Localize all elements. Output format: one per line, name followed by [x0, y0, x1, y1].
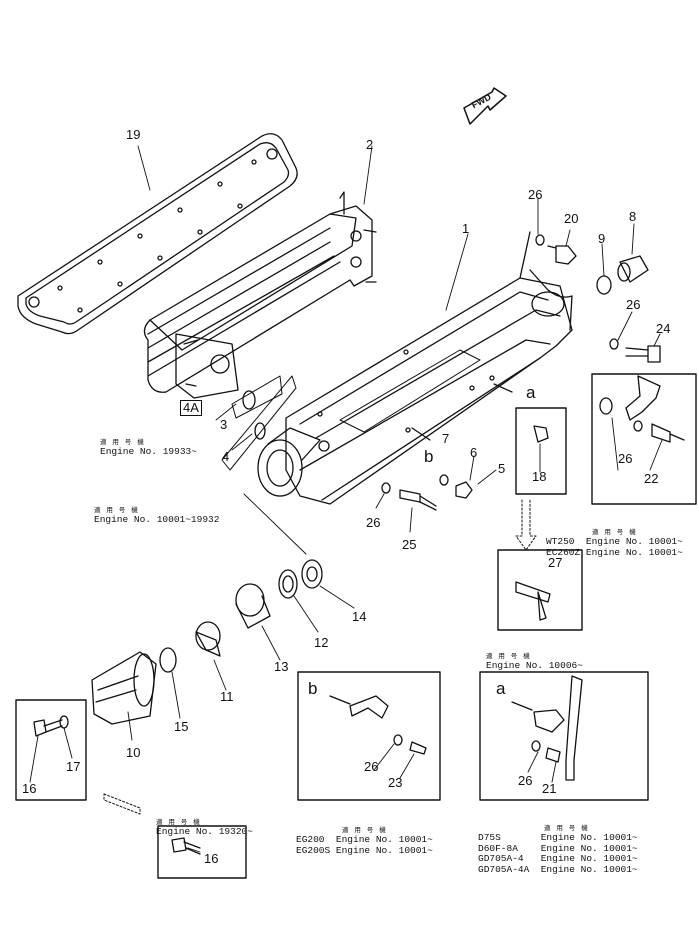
box-27: [497, 549, 583, 631]
callout-18: 18: [532, 469, 547, 484]
callout-17: 17: [66, 759, 81, 774]
seal-12: [278, 569, 298, 599]
o-ring-9: [596, 275, 612, 295]
callout-4A: 4A: [180, 400, 202, 416]
callout-12: 12: [314, 635, 329, 650]
callout-b-main: b: [424, 447, 434, 466]
box-18: [515, 407, 567, 495]
callout-4: 4: [222, 449, 230, 464]
callout-14: 14: [352, 609, 367, 624]
thermostat-13: [235, 583, 271, 629]
cover-10: [91, 651, 157, 725]
callout-26-right: 26: [626, 297, 641, 312]
down-arrow: [515, 499, 537, 551]
box-16-b: [157, 825, 247, 879]
callout-2: 2: [366, 137, 374, 152]
bolt-16-b: [171, 837, 201, 855]
thermostat-valve-11: [195, 621, 221, 657]
pointer-a: [493, 383, 513, 393]
gasket-3: [242, 390, 256, 410]
callout-a-main: a: [526, 383, 536, 402]
callout-26-bottom: 26: [366, 515, 381, 530]
bolt-24: [625, 345, 661, 363]
washer-6: [439, 474, 449, 486]
gasket-4: [221, 375, 297, 471]
callout-26-top: 26: [528, 187, 543, 202]
plug-8: [617, 255, 649, 283]
washer-26-bottom: [381, 482, 391, 494]
bolt-25: [399, 489, 437, 511]
right-arrow: [103, 793, 141, 815]
washer-26-right: [609, 338, 619, 350]
callout-b-box: b: [308, 679, 318, 698]
callout-22: 22: [644, 471, 659, 486]
leader-lines: [29, 145, 663, 853]
callout-25: 25: [402, 537, 417, 552]
callout-19: 19: [126, 127, 141, 142]
nut-5: [455, 481, 473, 499]
callout-3: 3: [220, 417, 228, 432]
callout-10: 10: [126, 745, 141, 760]
tube-a: [511, 675, 583, 781]
bolt-16: [33, 719, 63, 737]
callout-26-b: 26: [364, 759, 379, 774]
callout-13: 13: [274, 659, 289, 674]
tee-27: [515, 581, 551, 621]
box-22: [591, 373, 697, 505]
callout-15: 15: [174, 719, 189, 734]
fwd-arrow-icon: [463, 87, 507, 125]
callout-16-left: 16: [22, 781, 37, 796]
washer-26-top: [535, 234, 545, 246]
bracket-b: [329, 695, 427, 755]
callout-9: 9: [598, 231, 606, 246]
callout-7: 7: [442, 431, 450, 446]
callout-20: 20: [564, 211, 579, 226]
callout-26-box: 26: [618, 451, 633, 466]
callout-24: 24: [656, 321, 671, 336]
callout-11: 11: [220, 689, 234, 704]
box-b: [297, 671, 441, 801]
box-a: [479, 671, 649, 801]
box-16-17: [15, 699, 87, 801]
callout-8: 8: [629, 209, 637, 224]
plug-20: [547, 245, 577, 265]
callout-6: 6: [470, 445, 478, 460]
callout-a-box: a: [496, 679, 506, 698]
callout-21: 21: [542, 781, 557, 796]
gasket-19: [17, 133, 298, 335]
pointer-7: [411, 427, 431, 441]
cooler-element-2: [143, 191, 377, 399]
callout-5: 5: [498, 461, 506, 476]
callout-16-bottom: 16: [204, 851, 219, 866]
bracket-22: [599, 375, 685, 443]
callout-26-a: 26: [518, 773, 533, 788]
callout-1: 1: [462, 221, 470, 236]
callout-23: 23: [388, 775, 403, 790]
nipple-18: [533, 425, 549, 443]
callout-27: 27: [548, 555, 563, 570]
o-ring-15: [159, 647, 177, 673]
washer-17: [59, 715, 69, 729]
thermostat-housing-14: [301, 559, 323, 589]
cooler-housing-1: [257, 231, 573, 505]
